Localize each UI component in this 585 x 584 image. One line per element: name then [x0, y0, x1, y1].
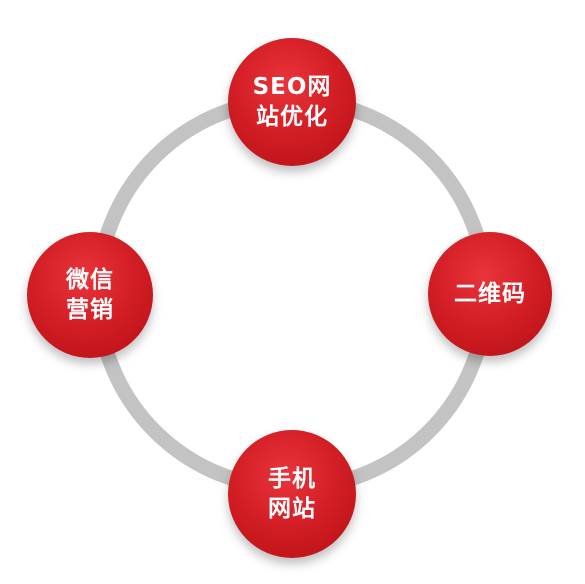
- node-mobile-website: 手机 网站: [228, 430, 356, 558]
- node-seo-website-optimization: SEO网 站优化: [228, 38, 356, 166]
- node-label-top: SEO网 站优化: [252, 74, 332, 130]
- node-label-left: 微信 营销: [66, 267, 114, 323]
- node-qr-code: 二维码: [428, 232, 552, 356]
- node-label-right: 二维码: [454, 281, 526, 307]
- node-label-bottom: 手机 网站: [268, 466, 316, 522]
- node-wechat-marketing: 微信 营销: [27, 232, 153, 358]
